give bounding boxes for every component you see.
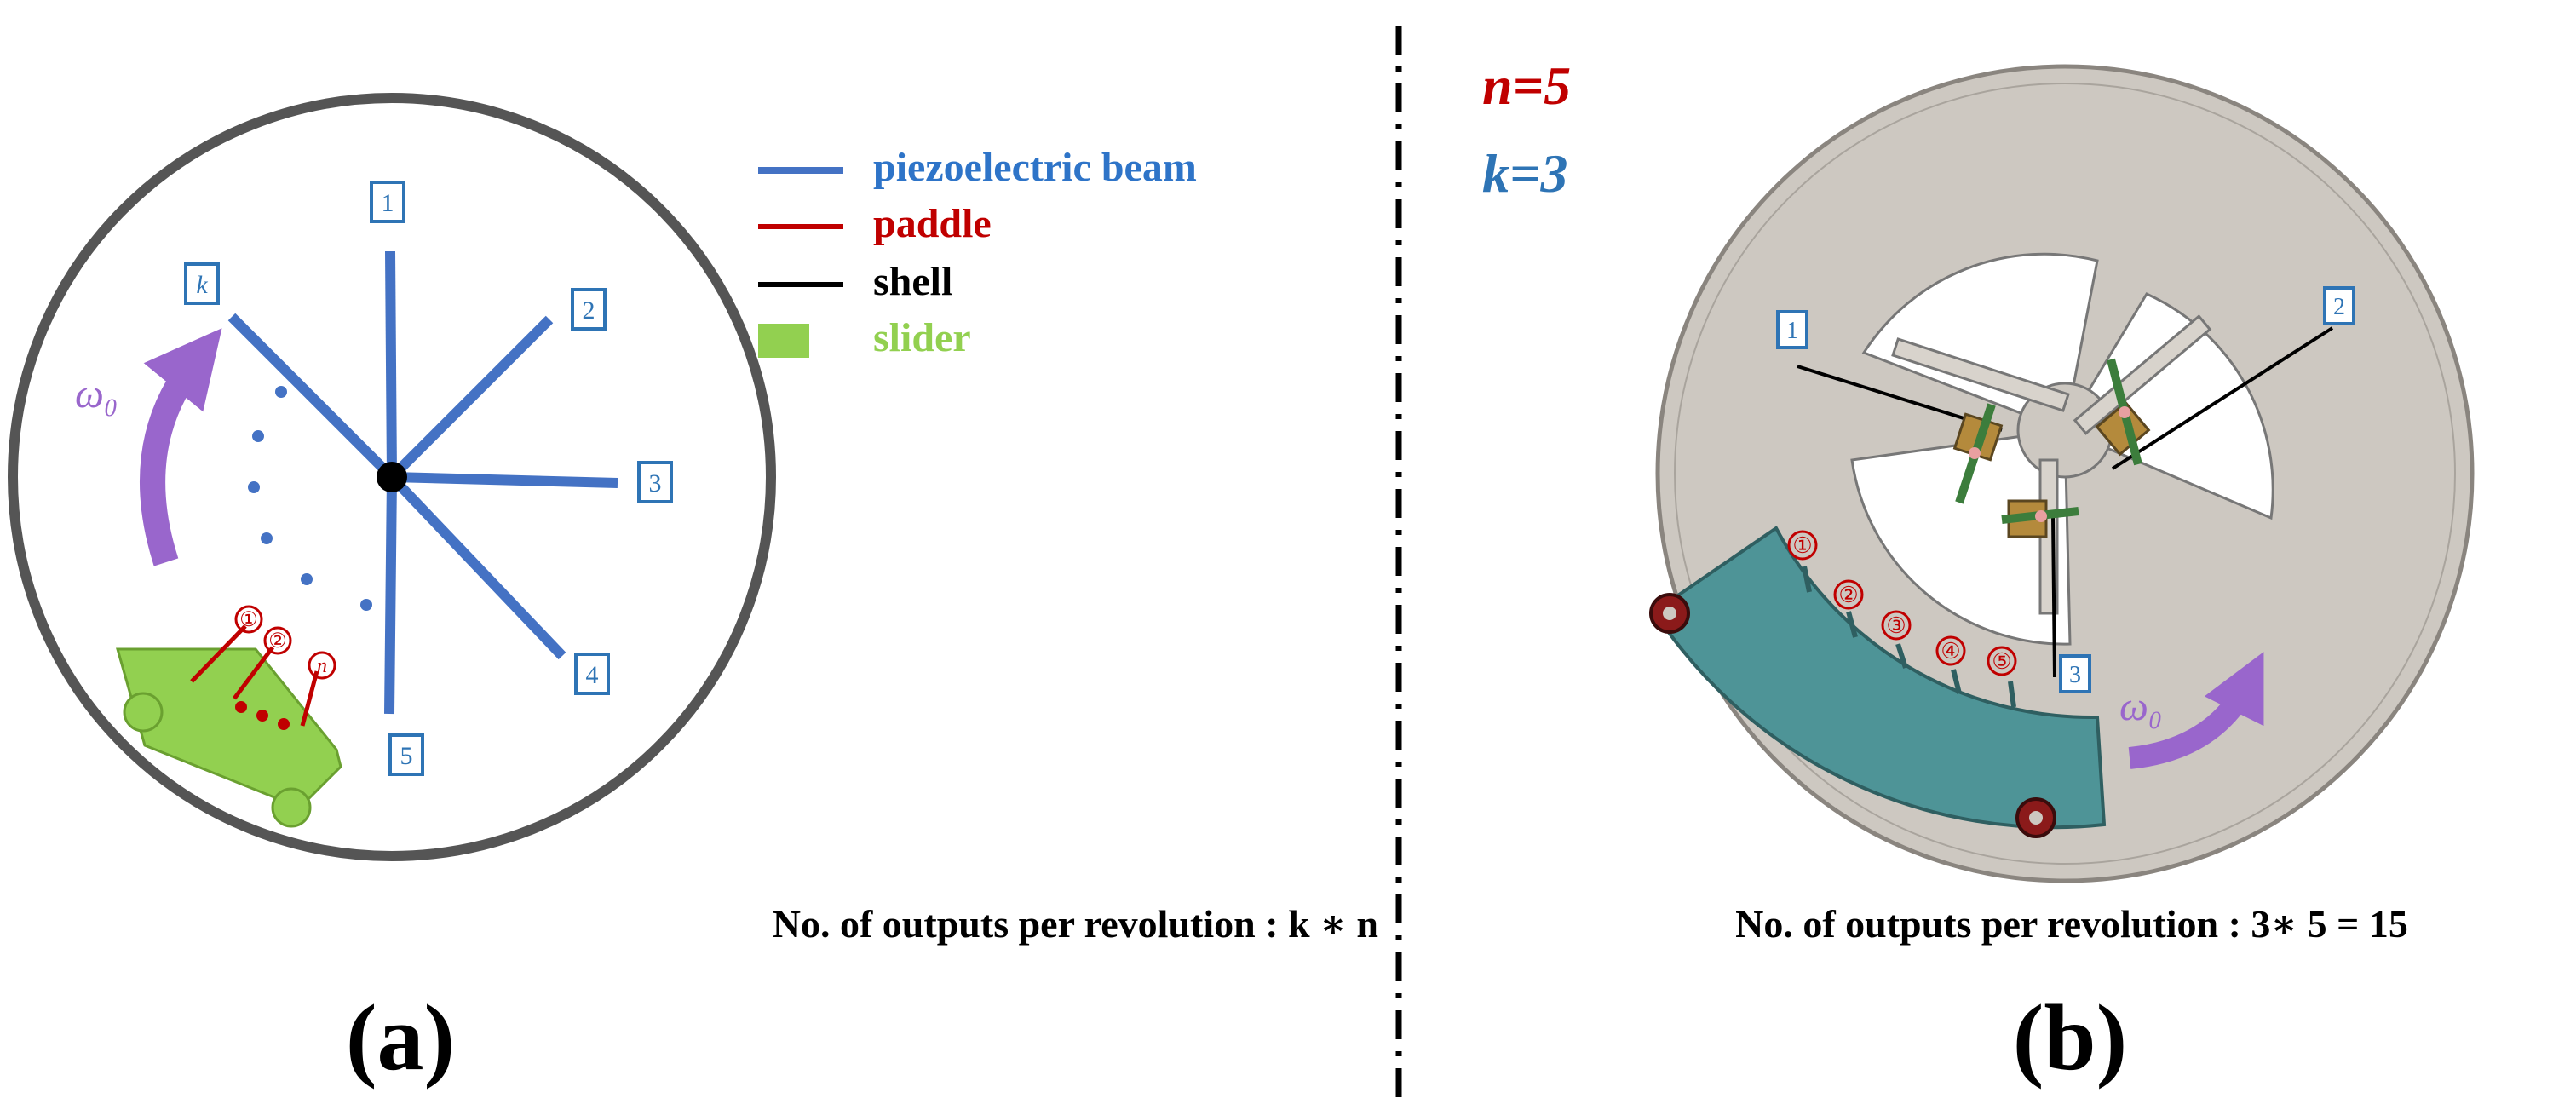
beam-label-boxes-b [1776, 286, 2355, 693]
k-label: k=3 [1482, 143, 1567, 204]
mounting-arms [1891, 314, 2212, 615]
beam-label-2: 2 [583, 296, 595, 325]
beam-4 [388, 473, 566, 660]
paddle-dots [235, 701, 290, 730]
hub [377, 462, 407, 492]
beam-label-b-3: 3 [2069, 662, 2081, 688]
omega-label-b: ω₀ [2119, 684, 2163, 729]
legend-swatch-slider [758, 324, 809, 358]
beam-2 [388, 315, 554, 481]
beam-label-3: 3 [649, 469, 662, 497]
paddle-label-2: ② [268, 630, 287, 653]
rotation-arrow-a [140, 328, 222, 566]
paddle-label-b-1: ① [1792, 533, 1812, 558]
beam-label-b-1: 1 [1786, 318, 1798, 344]
panel-b: n=5 k=3 [1482, 55, 2475, 1090]
beam-label-1: 1 [382, 189, 394, 217]
rotation-arrow-b [2128, 652, 2264, 769]
slider-a [116, 647, 342, 809]
slider-roller-1-core [1663, 607, 1676, 620]
beam-1 [385, 250, 397, 478]
legend-label-paddle: paddle [873, 201, 992, 246]
n-label: n=5 [1482, 55, 1571, 116]
paddle-label-b-3: ③ [1886, 613, 1906, 638]
beam-3 [391, 472, 618, 488]
slider-roller-2-core [2029, 811, 2043, 825]
panel-label-a: (a) [346, 986, 455, 1090]
paddle-label-b-2: ② [1838, 583, 1858, 607]
nuts [1969, 406, 2130, 522]
formula-b: No. of outputs per revolution : 3∗ 5 = 1… [1735, 902, 2408, 946]
housing-inner-ring [1674, 83, 2456, 865]
legend-label-shell: shell [873, 259, 952, 304]
legend: piezoelectric beam paddle shell slider [758, 145, 1197, 360]
paddle-label-n: n [317, 655, 327, 677]
piezo-beams [227, 250, 618, 715]
paddle-label-b-4: ④ [1941, 639, 1960, 664]
beam-label-b-2: 2 [2333, 294, 2345, 320]
beam-label-boxes [184, 181, 673, 776]
paddles-b [1802, 566, 2016, 708]
paddle-label-b-5: ⑤ [1992, 649, 2011, 674]
slider-wheel-1 [123, 692, 164, 733]
panel-a: 1 2 3 4 5 k ω₀ ① [8, 93, 1378, 1090]
beam-label-5: 5 [400, 742, 413, 770]
legend-label-beam: piezoelectric beam [873, 145, 1197, 190]
paddle-label-1: ① [239, 609, 258, 631]
paddles-a [190, 624, 319, 727]
panel-label-b: (b) [2013, 986, 2127, 1090]
beam-dots [248, 386, 372, 611]
beam-5 [384, 476, 397, 715]
legend-label-slider: slider [873, 315, 971, 360]
beam-label-k: k [196, 271, 208, 299]
omega-label-a: ω₀ [75, 371, 118, 417]
formula-a: No. of outputs per revolution : k ∗ n [773, 902, 1378, 946]
slider-wheel-2 [271, 787, 312, 828]
beam-label-4: 4 [586, 661, 599, 689]
beam-k [227, 313, 396, 481]
